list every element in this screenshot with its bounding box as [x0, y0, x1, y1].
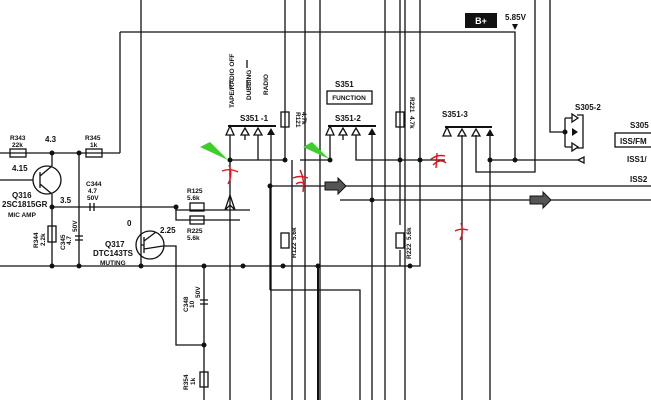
r121-value: 4.7k: [300, 112, 307, 125]
switch-s351-3: [441, 125, 494, 137]
r225-value: 5.6k: [187, 235, 200, 242]
green-pointer-arrows: [200, 142, 329, 160]
c345-voltage: 50V: [72, 220, 79, 232]
q317-part: DTC143TS: [93, 249, 134, 258]
junctions: [49, 129, 568, 348]
s351-1-label: S351 -1: [240, 114, 269, 123]
switch-s305-2: [571, 112, 585, 165]
r122-value: 5.6k: [291, 227, 298, 240]
r345-value: 1k: [90, 142, 98, 149]
q317-ref: Q317: [105, 240, 125, 249]
s305-label: S305: [630, 121, 649, 130]
r222-ref: R222: [406, 243, 413, 259]
q316-ve: 3.5: [60, 196, 72, 205]
r125-value: 5.6k: [187, 195, 200, 202]
c348-voltage: 50V: [195, 286, 202, 298]
s351-3-label: S351-3: [442, 110, 468, 119]
c348-value: 10: [189, 300, 196, 308]
q316-ref: Q316: [12, 191, 32, 200]
r121-ref: R121: [294, 112, 301, 128]
q316-part: 2SC1815GR: [2, 200, 48, 209]
r344-value: 2.2k: [40, 233, 47, 246]
signal-arrows: [224, 176, 552, 211]
r354-ref: R354: [183, 374, 190, 390]
s351-2-label: S351-2: [335, 114, 361, 123]
r344-ref: R344: [33, 232, 40, 248]
c348-ref: C348: [183, 296, 190, 312]
red-cut-marks: [221, 152, 469, 241]
capacitors: [75, 203, 208, 305]
r354-value: 1k: [190, 377, 197, 385]
mode-dubbing: DUBBING: [246, 70, 253, 100]
mode-tape-radio-off: TAPE/RADIO OFF: [229, 54, 236, 108]
r343-ref: R343: [10, 135, 26, 142]
r221-ref: R221: [408, 97, 415, 113]
q316-desc: MIC AMP: [8, 212, 37, 219]
s305-2-label: S305-2: [575, 103, 601, 112]
r345-ref: R345: [85, 135, 101, 142]
q316-vb: 4.15: [12, 164, 28, 173]
switch-name: S351: [335, 80, 354, 89]
iss1-label: ISS1/: [627, 155, 647, 164]
iss2-label: ISS2: [630, 175, 648, 184]
q317-vc: 2.25: [160, 226, 176, 235]
function-label: FUNCTION: [332, 95, 366, 102]
c344-ref: C344: [86, 181, 102, 188]
r125-ref: R125: [187, 188, 203, 195]
transistor-q317: [135, 230, 165, 260]
mode-radio: RADIO: [263, 74, 270, 95]
c345-value: 4.7: [66, 236, 73, 245]
iss-fm-label: ISS/FM: [620, 137, 647, 146]
transistor-q316: [32, 165, 62, 195]
q317-desc: MUTING: [100, 260, 126, 267]
r122-ref: R122: [291, 242, 298, 258]
q316-vc: 4.3: [45, 135, 57, 144]
voltage-label: 5.85V: [505, 13, 527, 22]
c345-ref: C345: [60, 234, 67, 250]
switch-s351-2: [324, 124, 376, 136]
r221-value: 4.7k: [408, 116, 415, 129]
resistors: [9, 111, 405, 388]
r343-value: 22k: [12, 142, 23, 149]
r222-value: 5.6k: [406, 227, 413, 240]
r225-ref: R225: [187, 228, 203, 235]
b-plus-rail: B+ 5.85V: [465, 13, 527, 30]
c344-voltage: 50V: [87, 195, 99, 202]
switch-s351-1: [224, 124, 276, 136]
q317-vb: 0: [127, 219, 132, 228]
c344-value: 4.7: [88, 188, 97, 195]
b-plus-label: B+: [475, 16, 487, 26]
